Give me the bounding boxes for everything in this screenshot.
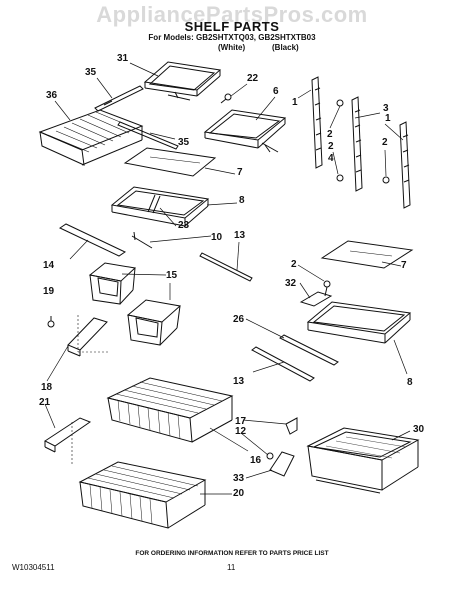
callout-35-lower: 35 xyxy=(178,137,190,148)
part-18-bracket xyxy=(68,315,110,356)
part-31-shelf-frame xyxy=(145,62,220,100)
callout-14: 14 xyxy=(43,260,55,271)
variant-black: (Black) xyxy=(272,43,299,52)
callout-23: 23 xyxy=(178,220,190,231)
callout-7-right: 7 xyxy=(401,260,407,271)
callout-6: 6 xyxy=(273,86,279,97)
callout-10: 10 xyxy=(211,232,223,243)
callout-1-left: 1 xyxy=(292,97,298,108)
part-7-glass-shelf-right xyxy=(322,241,412,268)
callout-12: 12 xyxy=(235,426,247,437)
callout-32: 32 xyxy=(285,278,297,289)
callout-2-right: 2 xyxy=(291,259,297,270)
part-16-wire-basket xyxy=(108,378,232,442)
part-35-slide-rail-lower xyxy=(118,122,178,149)
part-6-shelf xyxy=(205,110,285,152)
part-14-trim-strip xyxy=(60,224,125,256)
diagram-title: SHELF PARTS xyxy=(184,19,280,34)
leader-lines xyxy=(45,63,410,494)
part-10-clip xyxy=(132,232,152,248)
callout-2-c: 2 xyxy=(382,137,388,148)
part-2-screw-a xyxy=(337,100,343,106)
watermark: AppliancePartsPros.com xyxy=(96,2,368,27)
part-13-trim-upper xyxy=(200,253,252,281)
part-30-crisper-drawer xyxy=(308,428,418,493)
callout-15: 15 xyxy=(166,270,178,281)
part-19-screw xyxy=(48,316,54,327)
part-12-clip xyxy=(267,453,273,459)
part-8-shelf-frame-right xyxy=(308,302,410,343)
callout-17: 17 xyxy=(235,416,247,427)
callout-33: 33 xyxy=(233,473,245,484)
part-3-rail-middle xyxy=(352,97,362,191)
callout-35-upper: 35 xyxy=(85,67,97,78)
part-36-wire-tray xyxy=(40,110,142,165)
part-15-bin-right xyxy=(128,300,180,345)
callout-21: 21 xyxy=(39,397,51,408)
ordering-info-note: FOR ORDERING INFORMATION REFER TO PARTS … xyxy=(135,550,329,557)
callout-30: 30 xyxy=(413,424,425,435)
callout-18: 18 xyxy=(41,382,53,393)
part-13-trim-lower xyxy=(252,347,314,381)
callout-2-b: 2 xyxy=(328,141,334,152)
part-35-slide-rail-upper xyxy=(95,86,143,111)
callout-1-right: 1 xyxy=(385,113,391,124)
callout-3: 3 xyxy=(383,103,389,114)
document-id: W10304511 xyxy=(12,563,55,572)
part-7-glass-shelf xyxy=(125,148,215,176)
callout-16: 16 xyxy=(250,455,262,466)
callout-20: 20 xyxy=(233,488,245,499)
part-2-screw-b xyxy=(337,175,343,181)
callout-26: 26 xyxy=(233,314,245,325)
callout-13-upper: 13 xyxy=(234,230,246,241)
models-line: For Models: GB2SHTXTQ03, GB2SHTXTB03 xyxy=(148,33,316,42)
callout-4: 4 xyxy=(328,153,334,164)
page-number: 11 xyxy=(227,563,236,572)
callout-13-lower: 13 xyxy=(233,376,245,387)
part-2-screw-c xyxy=(383,177,389,183)
part-33-bracket xyxy=(270,452,294,476)
part-17-clip xyxy=(286,418,297,434)
part-8-shelf-frame xyxy=(112,187,208,226)
callout-31: 31 xyxy=(117,53,129,64)
variant-white: (White) xyxy=(218,43,246,52)
callout-19: 19 xyxy=(43,286,55,297)
part-1-rail-right xyxy=(400,122,410,208)
part-21-bracket xyxy=(45,418,90,465)
part-20-wire-basket xyxy=(80,462,205,528)
callout-8-left: 8 xyxy=(239,195,245,206)
part-1-rail-left xyxy=(312,77,322,168)
callout-7-left: 7 xyxy=(237,167,243,178)
callout-2-a: 2 xyxy=(327,129,333,140)
part-26-trim-strip xyxy=(280,335,338,365)
part-15-bin-left xyxy=(90,263,135,304)
callout-36: 36 xyxy=(46,90,58,101)
callout-22: 22 xyxy=(247,73,259,84)
callout-8-right: 8 xyxy=(407,377,413,388)
part-22-screw xyxy=(221,94,231,103)
part-32-bracket xyxy=(301,281,331,306)
